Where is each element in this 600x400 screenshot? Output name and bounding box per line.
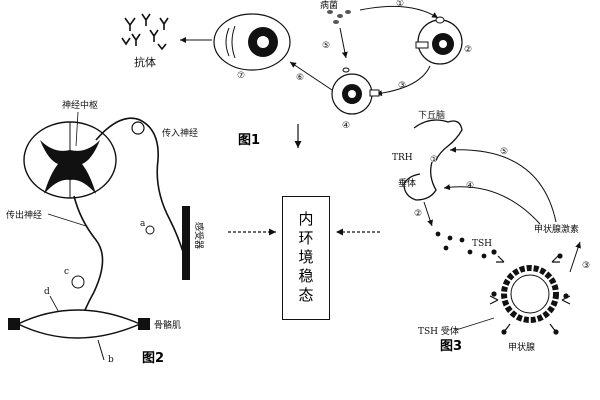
label-b: b	[108, 355, 114, 365]
tendon-right	[138, 318, 150, 330]
arrow-to-plasma-cell	[289, 61, 333, 91]
efferent-pointer	[47, 213, 87, 227]
tendon-left	[8, 318, 20, 330]
pituitary-label: 垂体	[398, 177, 416, 189]
receptor	[182, 206, 190, 280]
antibody-icon	[121, 13, 169, 51]
tsh-receptor-label: TSH 受体	[418, 325, 459, 337]
hypothalamus-label: 下丘脑	[418, 109, 445, 121]
thyroid-label: 甲状腺	[508, 341, 535, 353]
nerve-center-pointer	[75, 111, 79, 147]
efferent-label: 传出神经	[6, 209, 42, 221]
hypothalamus	[413, 119, 463, 161]
arrow-pituitary-down	[423, 201, 433, 227]
figure3-caption: 图3	[440, 339, 462, 354]
step-1-label: ①	[396, 0, 404, 9]
receptor-label: 感受器	[193, 222, 205, 249]
electrode-c	[71, 275, 85, 289]
t-cell	[331, 67, 380, 115]
muscle-label: 骨骼肌	[154, 319, 181, 331]
homeostasis-box: 内环境稳态	[282, 196, 330, 320]
efferent-nerve	[73, 195, 104, 329]
homeostasis-text: 内环境稳态	[296, 210, 315, 306]
step-3-fig3-label: ③	[582, 261, 590, 271]
arrow-feedback-hypothalamus	[449, 146, 557, 223]
arrow-thyroid-hormone-out	[569, 241, 581, 273]
pituitary	[403, 161, 437, 201]
figure2-reflex-arc: 神经中枢 传入神经 感受器 传出神经 a c d 骨骼肌 b 图2	[6, 99, 276, 366]
label-c: c	[64, 267, 69, 277]
afferent-nerve	[95, 117, 187, 263]
label-a: a	[140, 219, 146, 229]
electrode-b	[97, 339, 105, 361]
ganglion	[131, 121, 145, 135]
tsh-receptor-pointer	[455, 317, 495, 331]
step-1-fig3-label: ①	[430, 155, 438, 165]
figure1-immune: 抗体 ⑦ 病菌 ① ⑤	[121, 0, 472, 148]
skeletal-muscle	[16, 309, 142, 339]
bacteria-icon	[327, 10, 351, 24]
plasma-cell	[213, 13, 291, 71]
antibody-label: 抗体	[134, 55, 156, 69]
step-5-fig3-label: ⑤	[500, 147, 508, 157]
step-4-label: ④	[342, 121, 350, 131]
bacteria-label: 病菌	[320, 0, 338, 11]
step-2-label: ②	[464, 45, 472, 55]
step-6-label: ⑥	[296, 73, 304, 83]
tsh-label: TSH	[472, 239, 492, 249]
step-7-label: ⑦	[237, 71, 245, 81]
thyroid-follicle	[501, 265, 559, 323]
afferent-label: 传入神经	[162, 127, 198, 139]
electrode-a	[145, 225, 155, 235]
step-5-label: ⑤	[322, 41, 330, 51]
tsh-molecules	[435, 231, 487, 259]
figure1-caption: 图1	[238, 133, 260, 148]
tsh-bound	[491, 249, 569, 335]
macrophage-cell	[415, 16, 463, 65]
nerve-center-label: 神经中枢	[62, 99, 98, 111]
figure3-thyroid-axis: 下丘脑 TRH ① 垂体 ② TSH ④ ⑤ 甲状腺激素	[336, 109, 590, 354]
arrow-to-t-cell	[375, 65, 431, 97]
step-3-label: ③	[398, 81, 406, 91]
step-4-fig3-label: ④	[466, 181, 474, 191]
spinal-cord	[23, 121, 117, 199]
trh-label: TRH	[392, 153, 413, 163]
figure2-caption: 图2	[142, 351, 164, 366]
arrow-bacteria-down	[339, 27, 348, 59]
step-2-fig3-label: ②	[414, 209, 422, 219]
label-d: d	[44, 287, 50, 297]
arrow-bacteria-to-cell	[359, 5, 439, 19]
arrow-feedback-pituitary	[443, 184, 541, 225]
thyroid-hormone-label: 甲状腺激素	[534, 223, 579, 235]
